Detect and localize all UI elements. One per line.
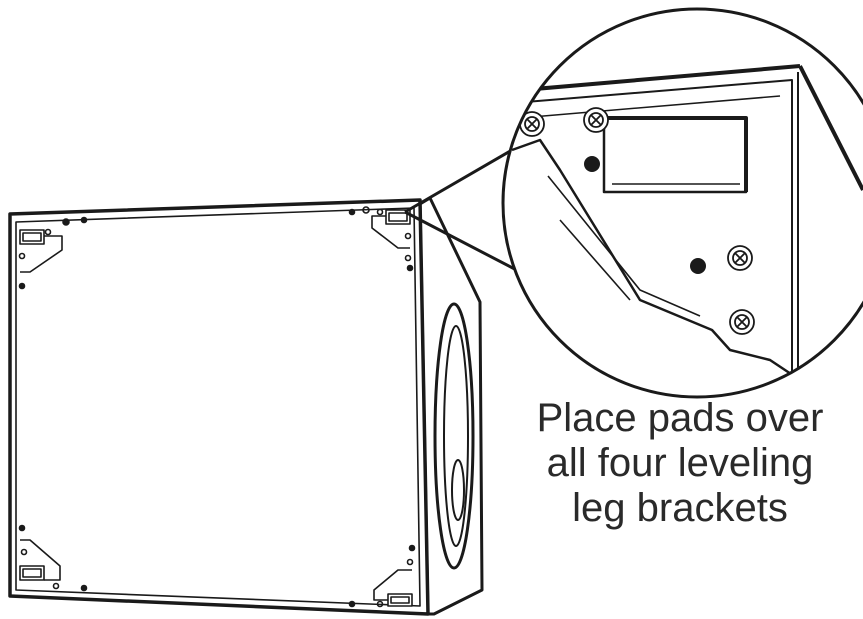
- speaker-cabinet: [10, 198, 482, 614]
- zoom-hole-2: [690, 258, 706, 274]
- caption-line-3: leg brackets: [500, 486, 860, 531]
- zoom-screw-3: [728, 246, 752, 270]
- zoom-hole-1: [584, 156, 600, 172]
- zoom-screw-4: [730, 310, 754, 334]
- cabinet-bottom-face: [10, 200, 428, 614]
- caption-line-1: Place pads over: [500, 396, 860, 441]
- zoom-detail: [500, 9, 863, 400]
- instruction-caption: Place pads over all four leveling leg br…: [500, 396, 860, 531]
- caption-line-2: all four leveling: [500, 441, 860, 486]
- zoom-screw-2: [584, 108, 608, 132]
- zoom-leveling-slot: [604, 118, 746, 192]
